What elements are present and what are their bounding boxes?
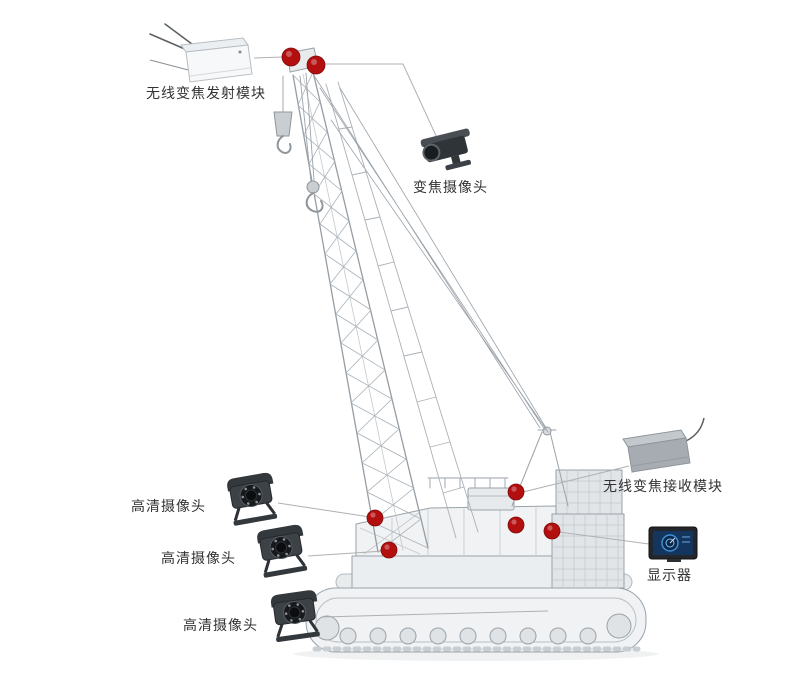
label-transmitter: 无线变焦发射模块 — [146, 86, 266, 102]
connector-hd-camera-2 — [307, 550, 384, 557]
crawler-crane-illustration — [273, 47, 658, 661]
marker-body-lower-left — [380, 541, 398, 559]
hd-camera-device-1 — [224, 470, 281, 528]
marker-body-front-left — [366, 509, 384, 527]
luffing-mast — [325, 81, 479, 539]
marker-body-center — [507, 516, 525, 534]
label-hd-camera-3: 高清摄像头 — [183, 618, 258, 634]
aux-hook-block — [273, 75, 293, 154]
label-hd-camera-1: 高清摄像头 — [131, 499, 206, 515]
hd-camera-device-2 — [254, 522, 311, 580]
wireless-receiver-module-device — [622, 417, 705, 473]
label-hd-camera-2: 高清摄像头 — [161, 551, 236, 567]
main-boom — [287, 47, 429, 553]
wireless-transmitter-module-device — [149, 23, 253, 83]
monitor-device — [648, 526, 698, 562]
connector-lines — [253, 56, 650, 618]
label-receiver: 无线变焦接收模块 — [603, 479, 723, 495]
label-zoom-camera: 变焦摄像头 — [413, 180, 488, 196]
marker-body-right — [543, 522, 561, 540]
marker-boom-tip-2 — [306, 55, 326, 75]
marker-superstructure-upper — [507, 483, 525, 501]
connector-zoom-camera — [325, 63, 439, 141]
pendant-cables — [312, 73, 549, 433]
connector-monitor — [558, 531, 650, 545]
crawler-track — [305, 587, 647, 653]
connector-receiver — [522, 465, 630, 493]
zoom-camera-device — [420, 128, 471, 171]
main-hook-block — [299, 72, 324, 213]
label-monitor: 显示器 — [647, 568, 692, 584]
camera-position-markers — [281, 47, 561, 559]
receiver-antenna-icon — [685, 417, 705, 442]
marker-boom-tip-1 — [281, 47, 301, 67]
hd-camera-device-3 — [268, 587, 324, 644]
connector-hd-camera-1 — [277, 502, 371, 518]
connector-transmitter — [253, 56, 284, 59]
connector-hd-camera-3 — [321, 610, 549, 618]
